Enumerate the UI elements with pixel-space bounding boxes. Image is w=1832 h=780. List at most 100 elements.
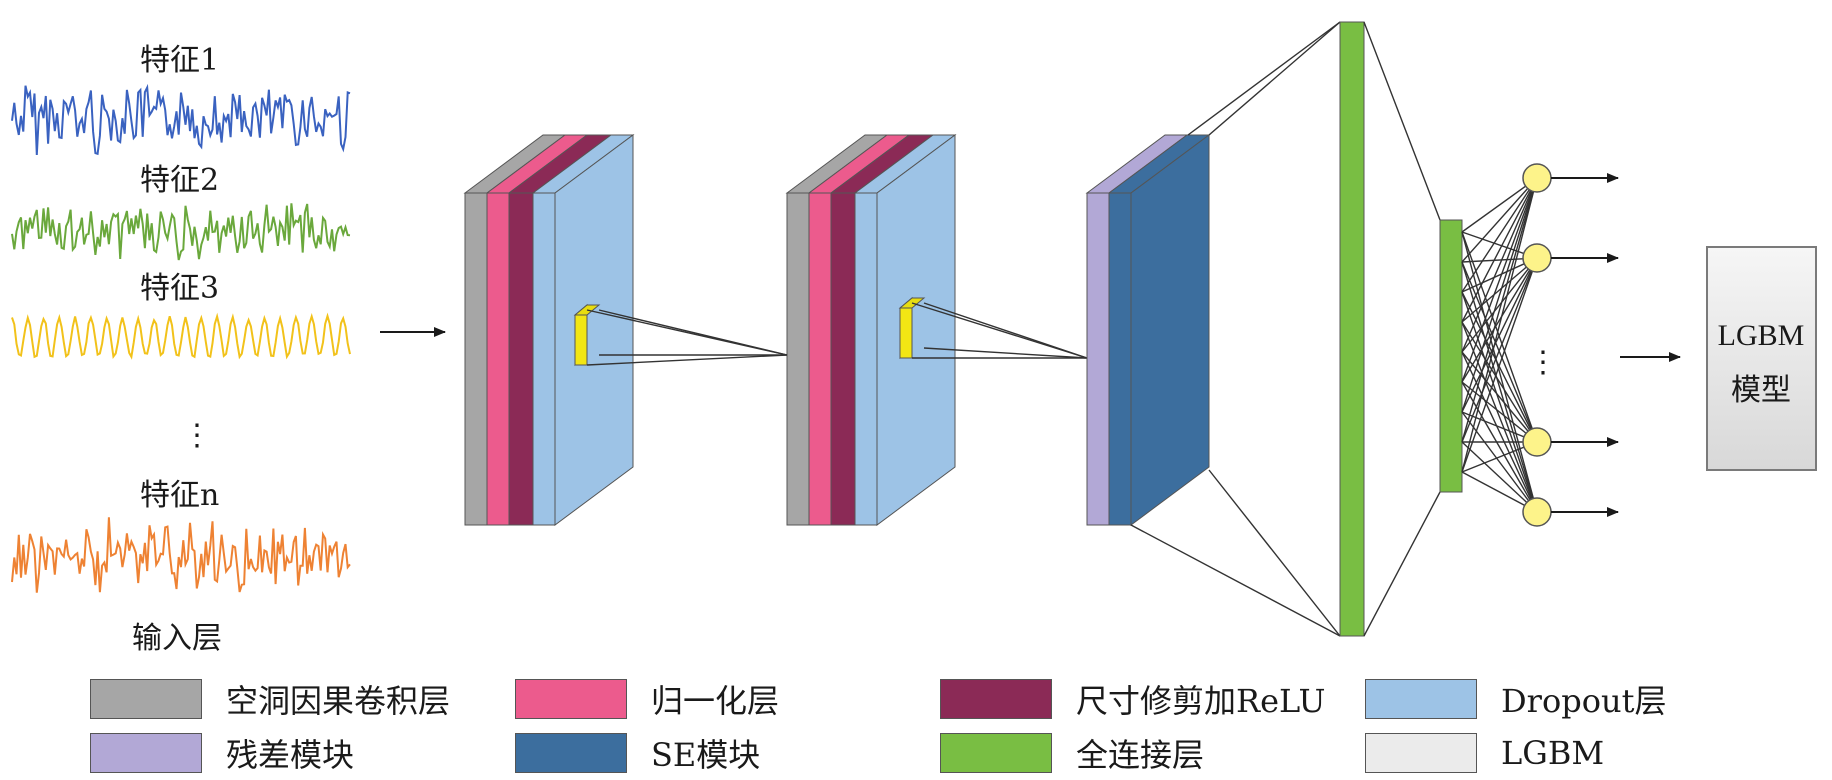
se-layer-side xyxy=(1130,134,1210,526)
output-neuron xyxy=(1522,243,1552,273)
legend-label: Dropout层 xyxy=(1501,682,1667,720)
kernel-2 xyxy=(899,307,913,359)
fc-neuron-connection xyxy=(1461,261,1538,443)
feature-3-label: 特征3 xyxy=(140,271,219,306)
feature-ellipsis: ⋮ xyxy=(182,418,212,453)
fc-neuron-connection xyxy=(1461,257,1538,473)
legend-swatch xyxy=(90,679,202,719)
legend-row-2: 残差模块 SE模块 全连接层 LGBM xyxy=(90,726,1790,780)
block-1-dropout-layer xyxy=(532,192,556,526)
feature-n-label: 特征n xyxy=(140,478,219,513)
block-1-crop-relu-layer xyxy=(508,192,534,526)
kernel-2-projection xyxy=(923,302,1088,359)
kernel-1-projection xyxy=(598,309,788,356)
fc-layer-2 xyxy=(1439,219,1463,493)
legend-item-fc: 全连接层 xyxy=(940,730,1365,776)
fc-neuron-connection xyxy=(1461,177,1538,263)
block-2-norm-layer xyxy=(808,192,832,526)
fc-neuron-connection xyxy=(1461,257,1538,353)
legend-label: 归一化层 xyxy=(651,682,780,720)
se-fc-connection xyxy=(1187,21,1341,136)
lgbm-box-line2: 模型 xyxy=(1731,374,1791,407)
se-fc-connection xyxy=(1208,469,1341,637)
block-2-dropout-side xyxy=(876,134,956,526)
block-2-crop-relu-layer xyxy=(830,192,856,526)
fc-neuron-connection xyxy=(1461,261,1538,513)
block-1-dilated-conv-layer xyxy=(464,192,488,526)
kernel-1-projection xyxy=(586,354,788,366)
block-2-dilated-conv-layer xyxy=(786,192,810,526)
block-1-norm-layer xyxy=(486,192,510,526)
fc-neuron-connection xyxy=(1461,321,1538,513)
legend-label: 空洞因果卷积层 xyxy=(226,682,451,720)
feature-3-signal xyxy=(11,312,351,360)
legend-item-crop-relu: 尺寸修剪加ReLU xyxy=(940,676,1365,722)
fc-neuron-connection xyxy=(1461,257,1538,323)
fc-neuron-connection xyxy=(1461,177,1538,353)
lgbm-box-line1: LGBM xyxy=(1718,319,1805,352)
fc-connection xyxy=(1363,491,1441,637)
legend-label: 全连接层 xyxy=(1076,736,1205,774)
legend: 空洞因果卷积层 归一化层 尺寸修剪加ReLU Dropout层 残差模块 SE模… xyxy=(90,672,1790,780)
legend-swatch xyxy=(515,733,627,773)
fc-neuron-connection xyxy=(1461,381,1538,513)
legend-label: SE模块 xyxy=(651,736,761,774)
network-diagram: 特征1 特征2 特征3 ⋮ 特征n 输入层 ⋮ LGBM 模型 xyxy=(11,21,1817,656)
feature-1-label: 特征1 xyxy=(140,43,219,78)
fc-neuron-connection xyxy=(1461,177,1538,383)
fc-connection xyxy=(1363,21,1441,221)
fc-neuron-connection xyxy=(1461,411,1538,513)
legend-swatch xyxy=(940,679,1052,719)
output-neuron xyxy=(1522,497,1552,527)
fc-neuron-connection xyxy=(1461,177,1538,443)
se-fc-connection xyxy=(1130,524,1341,637)
kernel-2-projection xyxy=(923,347,1088,359)
legend-item-se: SE模块 xyxy=(515,730,940,776)
fc-neuron-connection xyxy=(1461,257,1538,383)
legend-label: 尺寸修剪加ReLU xyxy=(1076,682,1326,720)
legend-item-norm: 归一化层 xyxy=(515,676,940,722)
legend-item-dilated-conv: 空洞因果卷积层 xyxy=(90,676,515,722)
input-layer-label: 输入层 xyxy=(132,621,222,656)
legend-swatch xyxy=(90,733,202,773)
legend-label: 残差模块 xyxy=(226,736,355,774)
output-neuron xyxy=(1522,163,1552,193)
fc-neuron-connection xyxy=(1461,441,1538,513)
fc-neuron-connection xyxy=(1461,321,1538,443)
fc-neuron-connection xyxy=(1461,177,1538,473)
fc-neuron-connection xyxy=(1461,177,1538,413)
fc-neuron-connection xyxy=(1461,231,1538,513)
fc-neuron-connection xyxy=(1461,177,1538,233)
legend-row-1: 空洞因果卷积层 归一化层 尺寸修剪加ReLU Dropout层 xyxy=(90,672,1790,726)
kernel-1 xyxy=(574,314,588,366)
feature-n-signal xyxy=(11,517,351,593)
fc-neuron-connection xyxy=(1461,231,1538,443)
legend-swatch xyxy=(515,679,627,719)
fc-neuron-connection xyxy=(1461,177,1538,293)
fc-neuron-connection xyxy=(1461,291,1538,513)
fc-layer-1 xyxy=(1339,21,1365,637)
fc-neuron-connection xyxy=(1461,257,1538,443)
legend-swatch xyxy=(940,733,1052,773)
fc-neuron-connection xyxy=(1461,177,1538,323)
legend-item-residual: 残差模块 xyxy=(90,730,515,776)
output-neuron xyxy=(1522,427,1552,457)
se-layer xyxy=(1108,192,1132,526)
legend-swatch xyxy=(1365,679,1477,719)
fc-neuron-connection xyxy=(1461,351,1538,513)
legend-item-dropout: Dropout层 xyxy=(1365,676,1790,722)
legend-item-lgbm: LGBM xyxy=(1365,733,1790,773)
feature-2-signal xyxy=(11,203,351,261)
fc-neuron-connection xyxy=(1461,351,1538,443)
output-ellipsis: ⋮ xyxy=(1528,345,1558,380)
fc-neuron-connection xyxy=(1461,381,1538,443)
block-2-dropout-layer xyxy=(854,192,878,526)
legend-swatch xyxy=(1365,733,1477,773)
block-1-dropout-side xyxy=(554,134,634,526)
feature-2-label: 特征2 xyxy=(140,163,219,198)
se-fc-connection xyxy=(1208,21,1341,136)
residual-layer xyxy=(1086,192,1110,526)
fc-neuron-connection xyxy=(1461,291,1538,443)
legend-label: LGBM xyxy=(1501,734,1605,772)
feature-1-signal xyxy=(11,83,351,156)
